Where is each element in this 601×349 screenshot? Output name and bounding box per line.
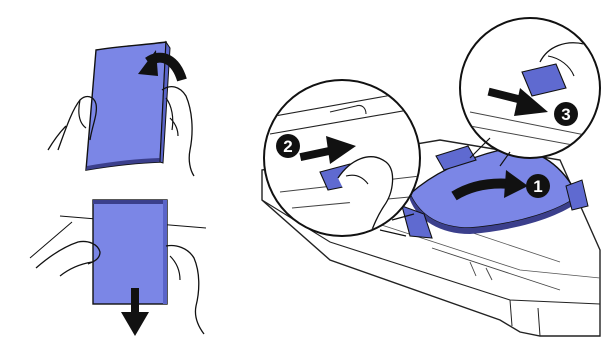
right-hand-bottom [165, 244, 205, 335]
step-badge-2: 2 [276, 134, 300, 158]
zoom-circle-step-3 [459, 17, 601, 167]
down-arrow-icon [121, 288, 149, 336]
step-badge-3: 3 [554, 102, 578, 126]
zoom-guide-clip [521, 63, 567, 97]
step-badge-1: 1 [526, 174, 550, 198]
rear-guide [435, 145, 477, 171]
right-hand [161, 85, 195, 177]
side-guide [401, 205, 433, 239]
curved-arrow-icon [138, 50, 187, 82]
step-label-3: 3 [561, 105, 570, 124]
paper-stack-straight [92, 199, 168, 305]
left-hand [47, 95, 98, 151]
step-label-2: 2 [283, 137, 292, 156]
zoom-circle-step-2 [263, 79, 421, 237]
right-arrow-icon [299, 136, 356, 164]
rotate-arrow-icon [451, 170, 528, 201]
fan-paper-illustration [47, 40, 195, 177]
step-label-1: 1 [533, 177, 542, 196]
left-hand-bottom [35, 240, 101, 269]
pull-arrow-icon [487, 87, 548, 116]
align-paper-illustration [29, 199, 207, 336]
zoom-hand [337, 156, 394, 235]
